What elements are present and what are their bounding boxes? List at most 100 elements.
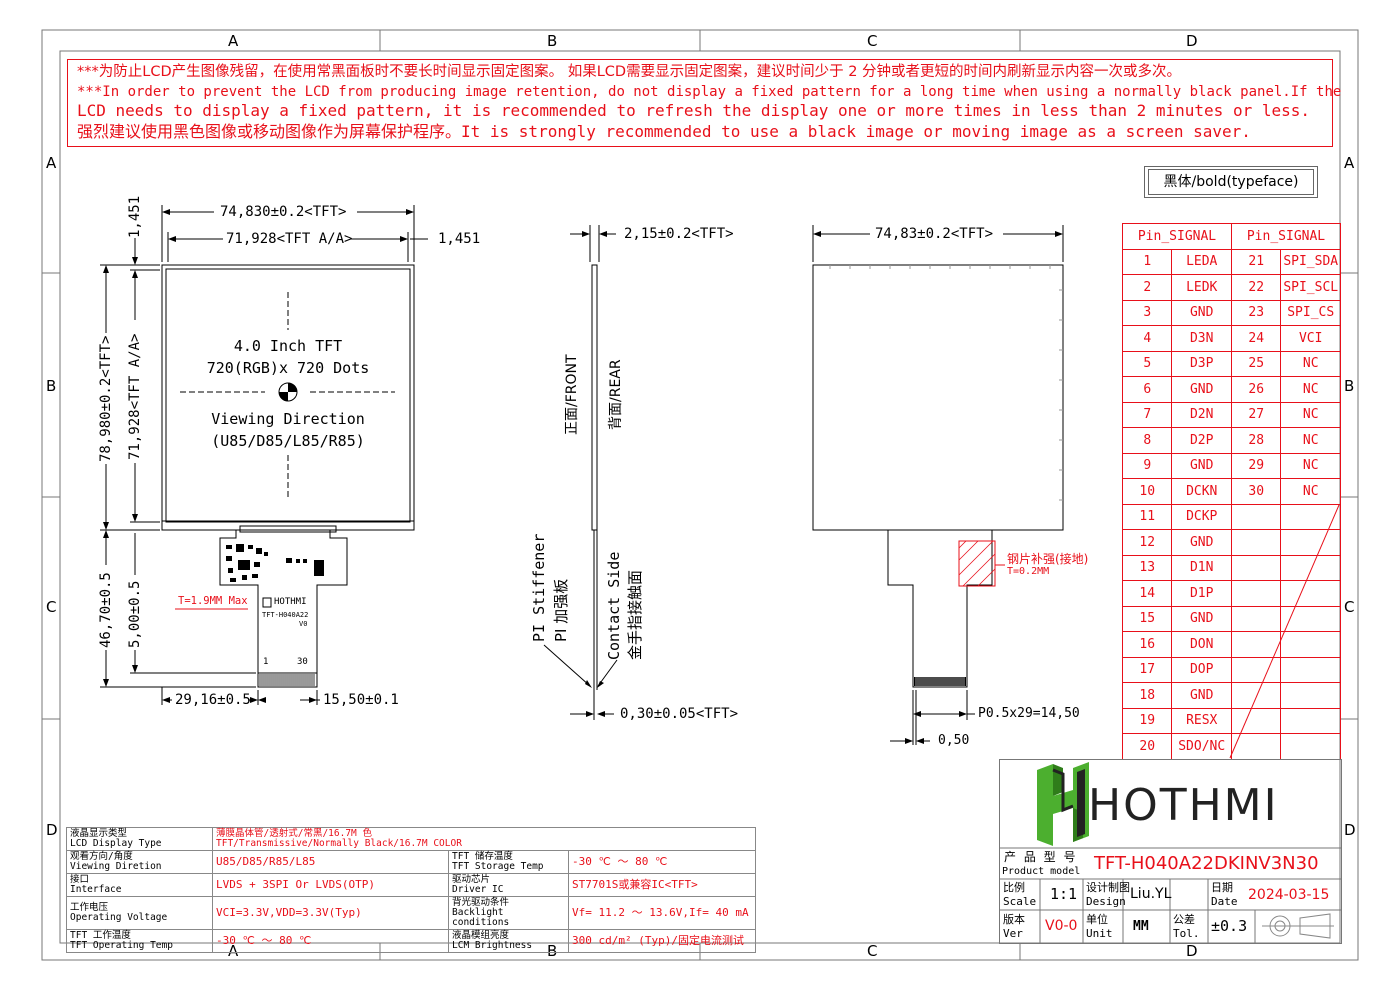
dim-side-thickness: 2,15±0.2<TFT> [624,226,734,242]
hothmi-logo-text: HOTHMI [1088,780,1279,831]
pin-num: 15 [1121,605,1173,632]
pin-signal: GND [1171,299,1232,326]
pin-num: 10 [1121,478,1173,505]
pin-table-header: Pin_SIGNAL Pin_SIGNAL [1122,223,1341,250]
pin-num: 23 [1230,299,1282,326]
pin-signal: NC [1280,350,1341,377]
zone-row-a-right: A [1344,154,1355,172]
scale-label-en: Scale [1003,895,1037,908]
voltage-value: VCI=3.3V,VDD=3.3V(Typ) [212,896,449,930]
stiffener-thickness: T=0.2MM [1007,566,1050,577]
spec-label-cn: 背光驱动条件 [452,897,510,908]
pin-num: 9 [1121,452,1173,479]
empty-cell [1230,656,1282,683]
spec-label-cn: 工作电压 [70,902,109,913]
retention-notice: ***为防止LCD产生图像残留，在使用常黑面板时不要长时间显示固定图案。 如果L… [67,59,1341,147]
pin-signal: GND [1171,529,1232,556]
title-block: HOTHMI 产 品 型 号 Product model TFT-H040A22… [999,759,1342,944]
dim-front-width: 74,830±0.2<TFT> [220,204,347,220]
pin-signal: DCKN [1171,478,1232,505]
empty-cell [1280,733,1341,760]
tolerance-label-en: Tol. [1173,927,1200,940]
projection-symbol-icon [1262,913,1334,939]
pin-signal: NC [1280,478,1341,505]
zone-row-b-right: B [1344,377,1355,395]
pin-signal: DCKP [1171,503,1232,530]
zone-row-d-right: D [1344,821,1356,839]
zone-col-a-top: A [228,32,239,50]
panel-size: 4.0 Inch TFT [233,337,343,355]
pin-num: 27 [1230,401,1282,428]
unit-label-cn: 单位 [1086,913,1108,926]
pin-num: 21 [1230,248,1282,275]
empty-cell [1280,605,1341,632]
storage-temp-value: -30 ℃ ～ 80 ℃ [568,850,756,874]
pin-signal: D1P [1171,580,1232,607]
pin-num: 13 [1121,554,1173,581]
dim-fpc-thickness: 0,30±0.05<TFT> [620,706,739,722]
dim-rear-width: 74,83±0.2<TFT> [875,226,994,242]
empty-cell [1230,707,1282,734]
zone-col-d-bottom: D [1186,942,1198,960]
dim-fpc-offset: 29,16±0.5 [175,692,251,708]
spec-label-en: LCD Display Type [70,838,162,849]
pin-signal: LEDK [1171,274,1232,301]
pin-signal: LEDA [1171,248,1232,275]
pin-signal: D3N [1171,325,1232,352]
pin-num: 5 [1121,350,1173,377]
spec-label-cn: TFT 工作温度 [70,930,131,941]
dim-pin-pitch: P0.5x29=14,50 [978,706,1080,721]
designer-value: Liu.YL [1130,886,1172,902]
spec-label-cn: 观看方向/角度 [70,851,133,862]
pin-signal: SPI_SCL [1280,274,1341,301]
pin-header-left: Pin_SIGNAL [1122,223,1232,250]
date-label-cn: 日期 [1211,881,1233,894]
fpc-version-text: V0 [299,620,308,628]
zone-col-c-top: C [867,32,878,50]
spec-label-en: Interface [70,884,122,895]
notice-line-3: LCD needs to display a fixed pattern, it… [77,101,1310,120]
date-value: 2024-03-15 [1248,887,1330,903]
pin-header-right: Pin_SIGNAL [1231,223,1341,250]
design-label-en: Design [1086,895,1126,908]
viewing-direction-text: Viewing Direction (U85/D85/L85/R85) [170,408,406,452]
pin-signal: GND [1171,452,1232,479]
spec-label-cn: 接口 [70,874,90,885]
viewing-direction-label: Viewing Direction [211,410,365,428]
pin-signal: SPI_CS [1280,299,1341,326]
pin-num: 25 [1230,350,1282,377]
pin-num: 3 [1121,299,1173,326]
empty-cell [1280,503,1341,530]
empty-cell [1230,631,1282,658]
pin-signal: NC [1280,427,1341,454]
unit-value: MM [1133,919,1149,934]
pin-num: 20 [1121,733,1173,760]
pin-table-void-line [1229,504,1340,759]
empty-cell [1230,529,1282,556]
lcd-type-value-cn: 薄膜晶体管/透射式/常黑/16.7M 色 [216,828,372,839]
model-value: TFT-H040A22DKINV3N30 [1094,853,1319,874]
design-label-cn: 设计制图 [1086,881,1130,894]
pin-num: 24 [1230,325,1282,352]
notice-line-4: 强烈建议使用黑色图像或移动图像作为屏幕保护程序。It is strongly r… [77,122,1251,141]
zone-row-b-left: B [46,377,57,395]
